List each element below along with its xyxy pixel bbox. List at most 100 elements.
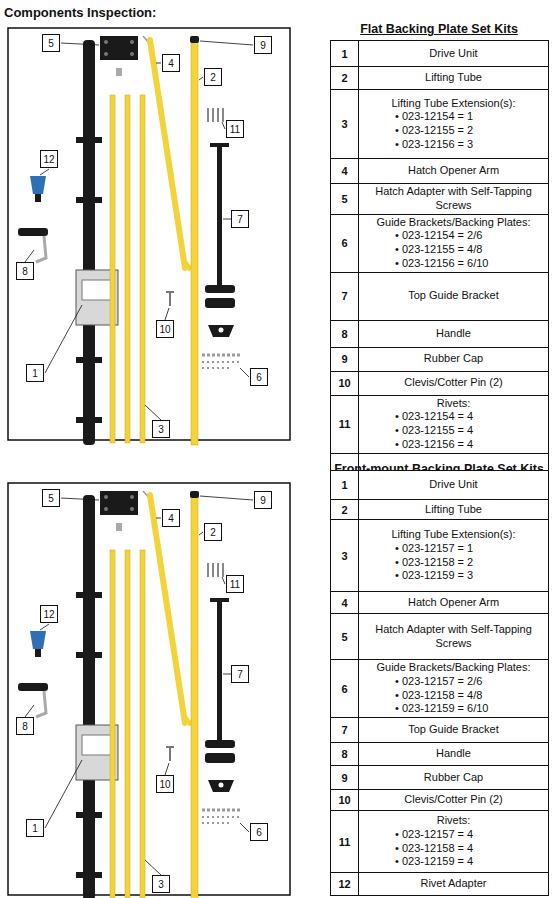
callout-number: 2 xyxy=(204,68,222,86)
item-description: Top Guide Bracket xyxy=(359,273,548,320)
callout-number: 8 xyxy=(16,262,34,280)
callout-number: 6 xyxy=(250,368,268,386)
item-number: 10 xyxy=(331,372,359,395)
part-name: Hatch Opener Arm xyxy=(408,596,499,610)
part-name: Clevis/Cotter Pin (2) xyxy=(404,793,502,807)
item-number: 7 xyxy=(331,718,359,742)
item-number: 3 xyxy=(331,520,359,591)
item-description: Hatch Opener Arm xyxy=(359,592,548,613)
part-name: Guide Brackets/Backing Plates: xyxy=(376,661,530,675)
kit-quantity: • 023-12159 = 3 xyxy=(363,569,473,583)
kit-quantity: • 023-12158 = 4 xyxy=(363,842,473,856)
table-row: 1 Drive Unit xyxy=(331,41,548,66)
table-row: 11Rivets:• 023-12154 = 4• 023-12155 = 4•… xyxy=(331,395,548,453)
part-name: Rubber Cap xyxy=(424,352,483,366)
callout-number: 1 xyxy=(26,364,44,382)
callout-number: 3 xyxy=(152,875,170,893)
page-title: Components Inspection: xyxy=(4,5,156,20)
item-description: Handle xyxy=(359,321,548,347)
item-description: Rubber Cap xyxy=(359,348,548,371)
item-description: Clevis/Cotter Pin (2) xyxy=(359,372,548,395)
table-row: 10 Clevis/Cotter Pin (2) xyxy=(331,371,548,395)
item-number: 6 xyxy=(331,215,359,272)
kit-quantity: • 023-12155 = 4 xyxy=(363,424,473,438)
kit-quantity: • 023-12155 = 4/8 xyxy=(363,243,482,257)
item-number: 10 xyxy=(331,790,359,810)
item-number: 9 xyxy=(331,348,359,371)
callout-number: 9 xyxy=(254,36,272,54)
part-name: Guide Brackets/Backing Plates: xyxy=(376,216,530,230)
kit-quantity: • 023-12154 = 4 xyxy=(363,410,473,424)
item-number: 11 xyxy=(331,396,359,453)
part-name: Top Guide Bracket xyxy=(408,289,499,303)
item-description: Rivets:• 023-12154 = 4• 023-12155 = 4• 0… xyxy=(359,396,548,453)
part-name: Lifting Tube Extension(s): xyxy=(391,528,515,542)
part-name: Hatch Opener Arm xyxy=(408,164,499,178)
item-description: Rubber Cap xyxy=(359,766,548,789)
table-row: 10 Clevis/Cotter Pin (2) xyxy=(331,789,548,810)
callout-number: 11 xyxy=(226,120,244,138)
table-row: 9Rubber Cap xyxy=(331,765,548,789)
item-number: 2 xyxy=(331,67,359,89)
table-row: 5Hatch Adapter with Self-Tapping Screws xyxy=(331,183,548,214)
table-row: 8 Handle xyxy=(331,320,548,347)
table-row: 3Lifting Tube Extension(s):• 023-12157 =… xyxy=(331,519,548,591)
table-row: 9 Rubber Cap xyxy=(331,347,548,371)
item-description: Drive Unit xyxy=(359,41,548,66)
kit-quantity: • 023-12155 = 2 xyxy=(363,124,473,138)
item-description: Top Guide Bracket xyxy=(359,718,548,742)
part-name: Clevis/Cotter Pin (2) xyxy=(404,376,502,390)
table-row: 12Rivet Adapter xyxy=(331,872,548,895)
callout-number: 7 xyxy=(231,210,249,228)
item-number: 3 xyxy=(331,90,359,158)
kit-quantity: • 023-12157 = 1 xyxy=(363,542,473,556)
parts-table: 1Drive Unit2Lifting Tube3Lifting Tube Ex… xyxy=(330,470,549,896)
table-row: 8Handle xyxy=(331,742,548,765)
item-description: Lifting Tube Extension(s):• 023-12157 = … xyxy=(359,520,548,591)
item-description: Hatch Adapter with Self-Tapping Screws xyxy=(359,184,548,214)
kit-quantity: • 023-12159 = 4 xyxy=(363,855,473,869)
item-description: Guide Brackets/Backing Plates: • 023-1215… xyxy=(359,660,548,717)
item-description: Rivet Adapter xyxy=(359,873,548,895)
item-number: 9 xyxy=(331,766,359,789)
item-description: Drive Unit xyxy=(359,471,548,499)
part-name: Rivet Adapter xyxy=(420,877,486,891)
callout-number: 12 xyxy=(40,150,58,168)
item-number: 1 xyxy=(331,41,359,66)
table-row: 2Lifting Tube xyxy=(331,66,548,89)
item-number: 1 xyxy=(331,471,359,499)
callout-number: 1 xyxy=(26,819,44,837)
callout-number: 5 xyxy=(42,489,60,507)
part-name: Top Guide Bracket xyxy=(408,723,499,737)
callout-number: 12 xyxy=(40,605,58,623)
parts-table: 1Drive Unit2Lifting Tube3Lifting Tube Ex… xyxy=(330,40,549,514)
item-number: 8 xyxy=(331,321,359,347)
table-row: 5Hatch Adapter with Self-Tapping Screws xyxy=(331,613,548,659)
item-number: 11 xyxy=(331,811,359,872)
part-name: Lifting Tube Extension(s): xyxy=(391,97,515,111)
callout-number: 4 xyxy=(162,54,180,72)
item-number: 2 xyxy=(331,500,359,519)
item-number: 4 xyxy=(331,592,359,613)
item-description: Hatch Opener Arm xyxy=(359,159,548,183)
part-name: Handle xyxy=(436,327,471,341)
item-description: Guide Brackets/Backing Plates:• 023-1215… xyxy=(359,215,548,272)
table-row: 3Lifting Tube Extension(s):• 023-12154 =… xyxy=(331,89,548,158)
kit-quantity: • 023-12156 = 3 xyxy=(363,138,473,152)
callout-number: 5 xyxy=(42,34,60,52)
kit-quantity: • 023-12156 = 4 xyxy=(363,438,473,452)
kit-quantity: • 023-12158 = 4/8 xyxy=(363,689,482,703)
kit-quantity: • 023-12157 = 4 xyxy=(363,828,473,842)
kit-quantity: • 023-12154 = 2/6 xyxy=(363,229,482,243)
table-row: 7 Top Guide Bracket xyxy=(331,717,548,742)
part-name: Drive Unit xyxy=(429,47,477,61)
item-number: 4 xyxy=(331,159,359,183)
item-description: Lifting Tube xyxy=(359,67,548,89)
part-name: Hatch Adapter with Self-Tapping Screws xyxy=(363,623,544,651)
part-name: Rivets: xyxy=(437,397,471,411)
item-number: 8 xyxy=(331,743,359,765)
callout-number: 10 xyxy=(156,775,174,793)
part-name: Lifting Tube xyxy=(425,503,482,517)
callout-number: 3 xyxy=(152,420,170,438)
callout-number: 8 xyxy=(16,717,34,735)
